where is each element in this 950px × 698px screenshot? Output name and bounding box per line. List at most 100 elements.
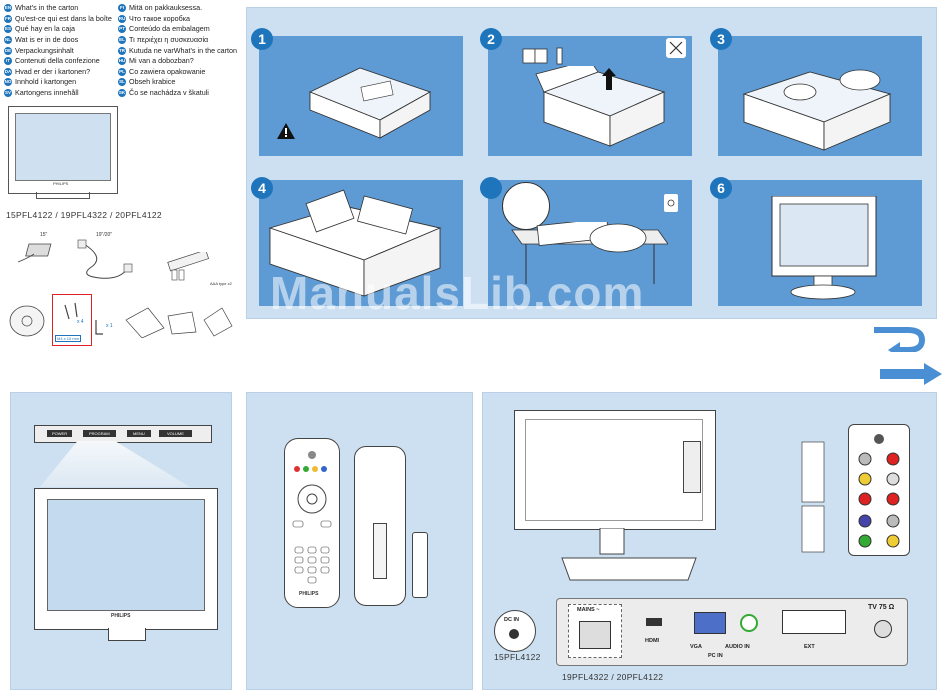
language-text: Verpackungsinhalt xyxy=(15,45,74,55)
language-text: Τι περιέχει η συσκευασία xyxy=(129,35,209,45)
scissors-icon xyxy=(666,38,686,58)
language-text: Mi van a dobozban? xyxy=(129,56,194,66)
language-code-badge: HU xyxy=(118,57,126,66)
language-code-badge: EL xyxy=(118,36,126,45)
battery-icon xyxy=(412,532,428,598)
language-code-badge: SK xyxy=(118,89,126,98)
remote-control-front[interactable]: PHILIPS xyxy=(284,438,340,608)
stand-base-icon xyxy=(8,304,46,338)
tv-rear-view xyxy=(514,410,716,530)
size-label-19-20: 19"/20" xyxy=(96,232,113,238)
hdmi-label: HDMI xyxy=(645,638,660,644)
vga-connector[interactable] xyxy=(694,612,726,634)
model-numbers: 15PFL4122 / 19PFL4322 / 20PFL4122 xyxy=(6,210,162,220)
remote-small-icon xyxy=(556,44,564,71)
language-text: Kutuda ne varWhat's in the carton xyxy=(129,45,238,55)
ext-scart-connector[interactable] xyxy=(782,610,846,634)
tv-top-control-bar: POWER PROGRAM MENU VOLUME xyxy=(34,425,212,443)
screws-box: x 4 M4 x 10 mm xyxy=(52,294,92,346)
volume-button-label[interactable]: VOLUME xyxy=(159,430,192,437)
language-text: Innhold i kartongen xyxy=(15,77,77,87)
language-code-badge: FR xyxy=(4,14,12,23)
power-adapter-icon xyxy=(16,240,60,268)
mains-connector[interactable]: MAINS ~ xyxy=(568,604,622,658)
step-1-number: 1 xyxy=(251,28,273,50)
attach-stand-zoom xyxy=(502,182,550,230)
power-cord-icon xyxy=(76,238,136,284)
side-av-connectors[interactable] xyxy=(848,424,910,556)
book-icon xyxy=(522,48,548,69)
language-code-badge: SV xyxy=(4,89,12,98)
menu-button-label[interactable]: MENU xyxy=(127,430,151,437)
turn-page-arrow-icon xyxy=(874,322,934,358)
language-code-badge: TR xyxy=(118,46,126,55)
language-text: Obseh krabice xyxy=(129,77,176,87)
unpack-hands-illustration xyxy=(740,58,910,157)
audio-in-connector[interactable] xyxy=(740,614,758,632)
dc-in-connector[interactable]: DC IN xyxy=(494,610,536,652)
vga-label: VGA xyxy=(690,644,702,650)
language-code-badge: EN xyxy=(4,4,12,13)
step-3-number: 3 xyxy=(710,28,732,50)
unpacked-parts-illustration xyxy=(264,188,444,303)
remote-brand: PHILIPS xyxy=(299,591,319,597)
tv-antenna-label: TV 75 Ω xyxy=(868,604,895,611)
screw-label: M4 x 10 mm xyxy=(55,335,82,342)
language-text: Wat is er in de doos xyxy=(15,35,79,45)
closed-box-illustration xyxy=(300,62,440,147)
tv-stand xyxy=(36,192,90,199)
power-button-label[interactable]: POWER xyxy=(47,430,73,437)
antenna-connector[interactable] xyxy=(874,620,892,638)
hdmi-connector[interactable] xyxy=(646,618,662,626)
language-text: Čo se nachádza v škatuli xyxy=(129,88,209,98)
tv-brand-label: PHILIPS xyxy=(53,181,69,186)
warning-icon xyxy=(276,122,296,145)
language-code-badge: DA xyxy=(4,67,12,76)
language-text: Что такое коробка xyxy=(129,13,191,23)
language-code-badge: SL xyxy=(118,78,126,87)
language-code-badge: NL xyxy=(4,36,12,45)
side-connector-labels xyxy=(800,414,840,554)
model-19-20-label: 19PFL4322 / 20PFL4122 xyxy=(562,672,664,682)
remote-control-back xyxy=(354,446,406,606)
tv-front-large: PHILIPS xyxy=(34,488,218,630)
language-text: Contenuti della confezione xyxy=(15,56,100,66)
language-code-badge: PT xyxy=(118,25,126,34)
language-text: Hvad er der i kartonen? xyxy=(15,66,91,76)
mains-label: MAINS ~ xyxy=(577,607,600,613)
hex-key-count: x 1 xyxy=(106,323,113,329)
open-box-illustration xyxy=(534,59,674,157)
language-text: Qu'est-ce qui est dans la boîte xyxy=(15,13,112,23)
step-4-number: 4 xyxy=(251,177,273,199)
battery-label: AAA type x2 xyxy=(210,281,232,286)
language-code-badge: PL xyxy=(118,67,126,76)
program-button-label[interactable]: PROGRAM xyxy=(83,430,116,437)
tv-front-brand: PHILIPS xyxy=(111,613,131,619)
up-arrow-icon xyxy=(602,68,616,95)
audio-in-label: AUDIO IN xyxy=(725,644,750,650)
dc-in-label: DC IN xyxy=(504,617,519,623)
tv-illustration: PHILIPS xyxy=(8,106,118,194)
language-text: Conteúdo da embalagem xyxy=(129,24,210,34)
language-code-badge: RU xyxy=(118,14,126,23)
pc-in-label: PC IN xyxy=(708,653,723,659)
language-code-badge: IT xyxy=(4,57,12,66)
step-6-number: 6 xyxy=(710,177,732,199)
